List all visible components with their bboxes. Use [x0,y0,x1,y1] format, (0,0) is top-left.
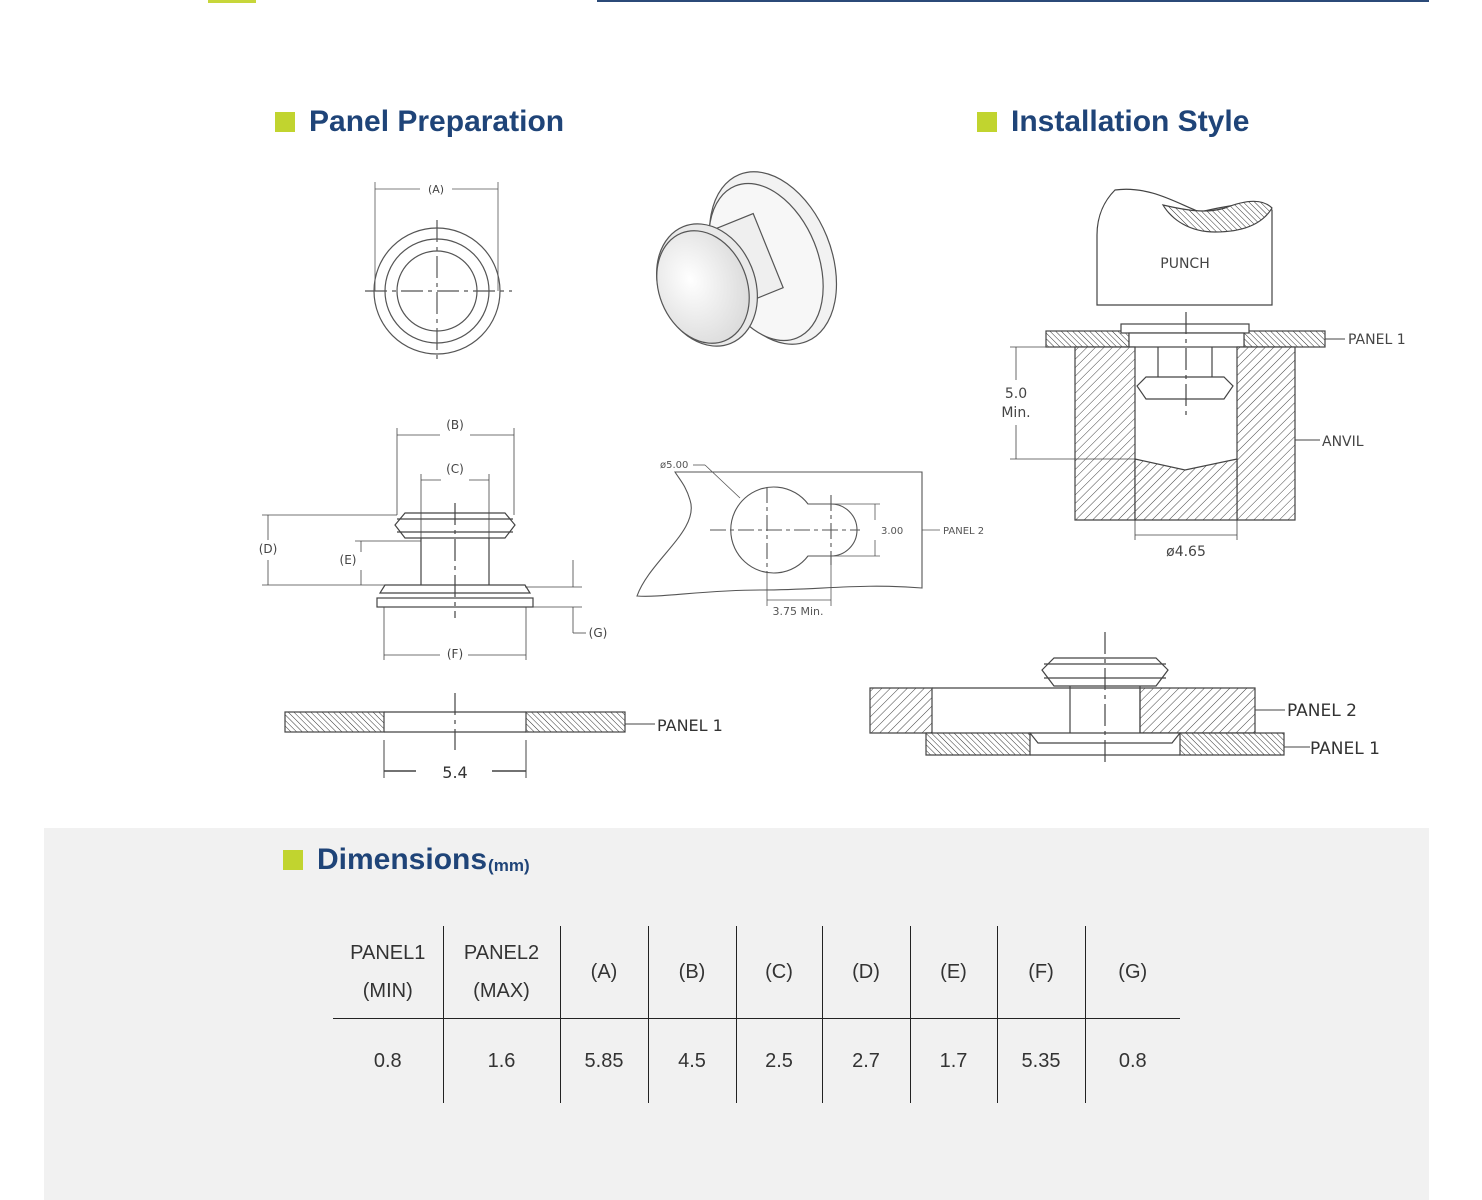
label-d: (D) [259,542,278,556]
label-depth-min: Min. [1001,405,1030,421]
label-anvil: ANVIL [1322,434,1364,450]
panel-preparation-title: Panel Preparation [309,105,565,138]
label-panel1-assembly: PANEL 1 [1310,739,1380,759]
cell-f: 5.35 [996,1018,1085,1103]
label-slot-width: 3.00 [881,526,903,537]
knob-3d-drawing [656,171,838,347]
header-panel1: PANEL1 (MIN) [333,926,443,1019]
header-panel2: PANEL2 (MAX) [442,926,560,1019]
installed-assembly-drawing [869,632,1310,767]
label-hole-size: 5.4 [442,763,467,782]
label-panel2-slot: PANEL 2 [943,526,984,537]
header-line2: (MAX) [473,980,530,1002]
cell-e: 1.7 [909,1018,997,1103]
cell-panel1: 0.8 [373,1049,402,1072]
table-row: 0.8 1.6 5.85 4.5 2.5 2.7 1.7 5.35 0.8 [333,1018,1180,1103]
installation-style-title: Installation Style [1011,105,1250,138]
panel-preparation-heading: Panel Preparation [275,105,564,139]
label-panel1-left: PANEL 1 [657,716,723,735]
label-panel1-punch: PANEL 1 [1348,332,1406,348]
header-e: (E) [909,926,997,1019]
header-line1: PANEL1 [350,942,426,964]
label-anvil-hole: ø4.65 [1166,544,1206,560]
dimensions-table: PANEL1(MIN) PANEL2(MAX) (A) (B) (C) (D) … [333,926,1180,1103]
header-a: (A) [559,926,648,1019]
dimensions-title: Dimensions [317,843,488,876]
label-depth-value: 5.0 [1005,386,1027,402]
top-view-drawing [365,182,512,362]
panel1-hole-drawing [284,693,655,778]
header-accent-bar [208,0,256,3]
installation-punch-anvil-drawing [1010,188,1345,540]
header-rule [597,0,1429,2]
label-panel2-assembly: PANEL 2 [1287,701,1357,721]
dimensions-heading: Dimensions (mm) [283,843,530,877]
header-f: (F) [996,926,1085,1019]
cell-a: 5.85 [559,1018,648,1103]
table-header-row: PANEL1(MIN) PANEL2(MAX) (A) (B) (C) (D) … [333,926,1180,1019]
cell-b: 4.5 [647,1018,736,1103]
cell-g: 0.8 [1084,1018,1180,1103]
label-a-top: (A) [428,183,444,196]
header-c: (C) [735,926,822,1019]
dimensions-unit: (mm) [488,856,530,875]
label-b: (B) [446,418,464,432]
keyhole-slot-drawing [636,464,940,606]
label-c: (C) [446,462,464,476]
header-line1: PANEL2 [463,942,540,964]
header-line2: (MIN) [362,980,413,1002]
label-e: (E) [340,553,357,567]
cell-c: 2.5 [735,1018,822,1103]
side-view-drawing [262,428,586,660]
bullet-square-icon [977,112,997,132]
header-d: (D) [821,926,910,1019]
cell-panel2: 1.6 [442,1018,560,1103]
header-b: (B) [647,926,736,1019]
label-g: (G) [589,626,608,640]
label-punch: PUNCH [1160,256,1209,272]
label-slot-min: 3.75 Min. [772,605,823,618]
bullet-square-icon [275,112,295,132]
cell-d: 2.7 [821,1018,910,1103]
label-keyhole-diameter: ø5.00 [660,460,688,471]
label-f: (F) [447,647,463,661]
bullet-square-icon [283,850,303,870]
installation-style-heading: Installation Style [977,105,1249,139]
header-g: (G) [1084,926,1180,1019]
